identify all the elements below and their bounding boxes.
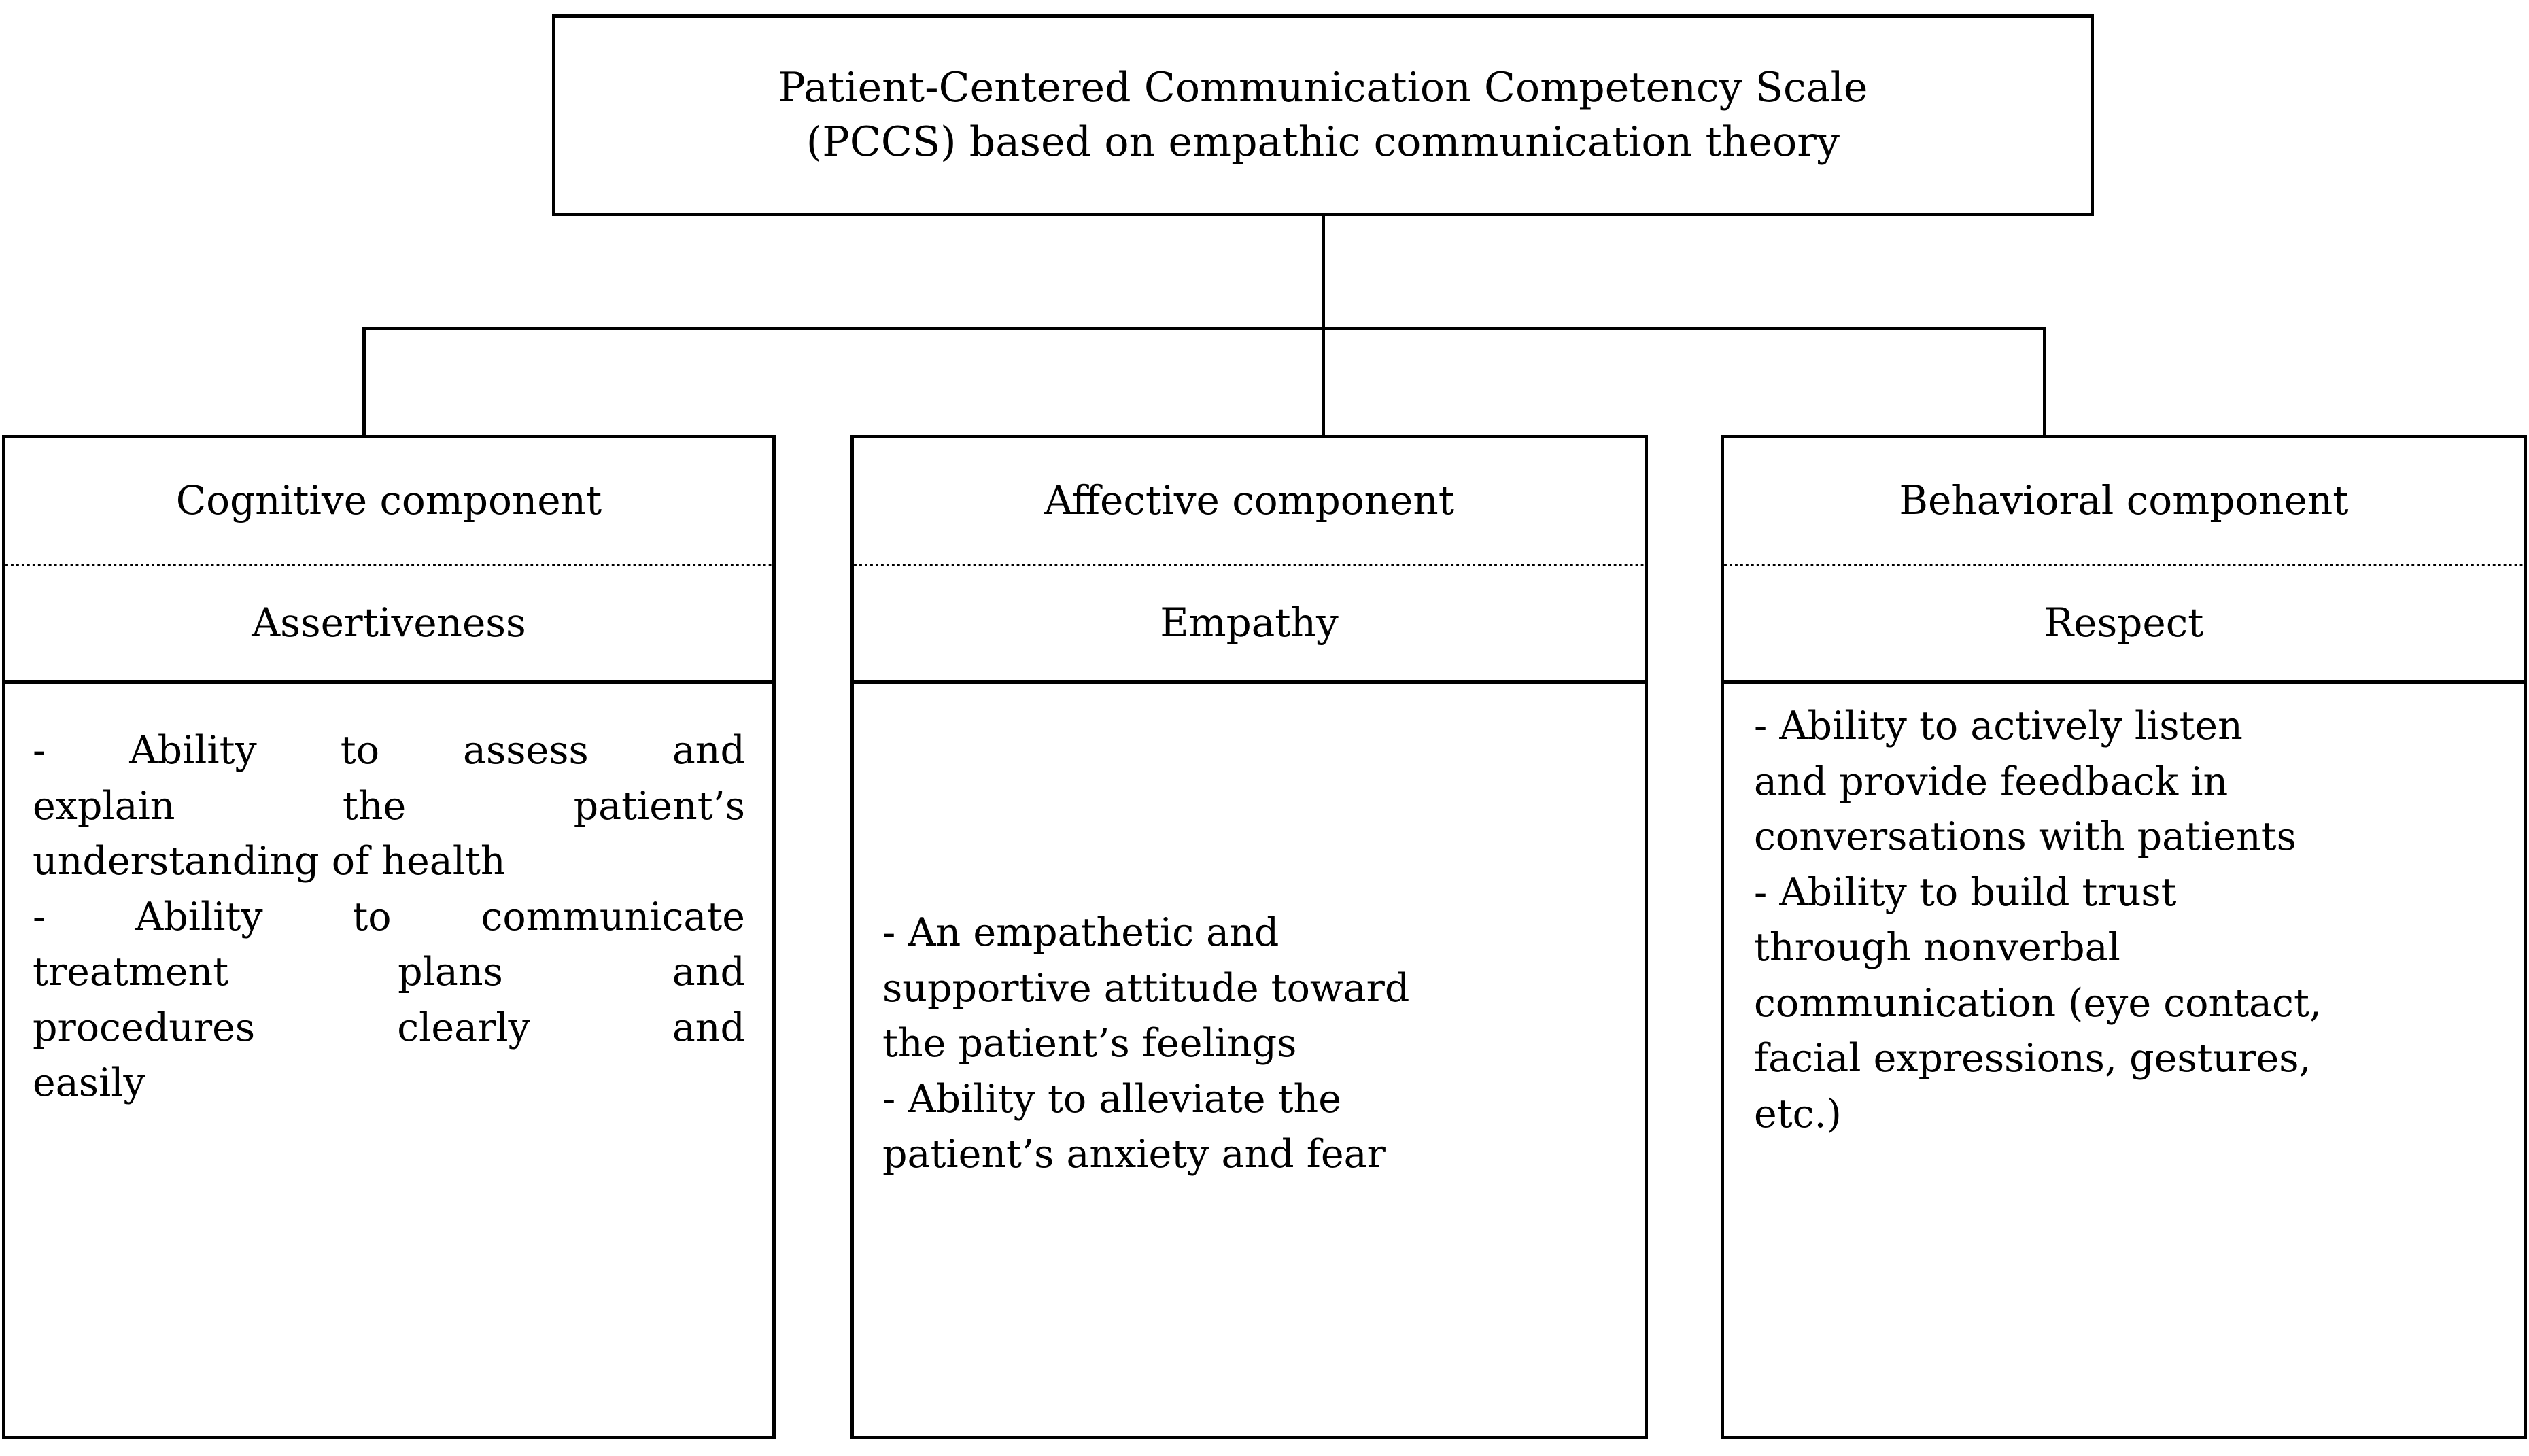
component-label: Behavioral component <box>1899 477 2349 524</box>
body-line: - An empathetic and <box>882 910 1279 956</box>
component-box-affective: Affective component Empathy - An empathe… <box>850 435 1648 1439</box>
component-header-behavioral: Behavioral component <box>1724 438 2524 566</box>
body-line: procedures clearly and <box>33 1005 745 1050</box>
body-line: - Ability to actively listen <box>1754 704 2243 748</box>
body-line: the patient’s feelings <box>882 1021 1297 1067</box>
connector-branch-right-vertical <box>2043 327 2046 436</box>
body-line: supportive attitude toward <box>882 965 1410 1011</box>
subscale-header-respect: Respect <box>1724 566 2524 684</box>
body-line: and provide feedback in <box>1754 759 2229 804</box>
title-line-2: (PCCS) based on empathic communication t… <box>806 118 1840 166</box>
body-line: - Ability to alleviate the <box>882 1076 1341 1122</box>
title-line-1: Patient-Centered Communication Competenc… <box>778 64 1868 112</box>
body-line: facial expressions, gestures, <box>1754 1036 2311 1081</box>
subscale-label: Empathy <box>1160 600 1339 646</box>
connector-trunk-vertical <box>1322 216 1325 330</box>
body-line: through nonverbal <box>1754 925 2120 970</box>
body-line: explain the patient’s <box>33 783 745 829</box>
body-line: - Ability to communicate <box>33 894 745 939</box>
component-label: Affective component <box>1044 477 1455 524</box>
body-line: communication (eye contact, <box>1754 980 2322 1026</box>
component-header-affective: Affective component <box>854 438 1645 566</box>
title-box: Patient-Centered Communication Competenc… <box>552 14 2094 216</box>
component-box-cognitive: Cognitive component Assertiveness - Abil… <box>2 435 776 1439</box>
component-box-behavioral: Behavioral component Respect - Ability t… <box>1721 435 2527 1439</box>
component-body-cognitive: - Ability to assess and explain the pati… <box>5 684 772 1436</box>
connector-horizontal-bus <box>362 327 2046 330</box>
component-body-affective: - An empathetic and supportive attitude … <box>854 684 1645 1436</box>
body-line: conversations with patients <box>1754 814 2296 859</box>
body-line: - Ability to build trust <box>1754 869 2177 915</box>
connector-branch-left-vertical <box>362 327 366 436</box>
component-body-behavioral: - Ability to actively listen and provide… <box>1724 684 2524 1436</box>
subscale-label: Assertiveness <box>252 600 526 646</box>
component-header-cognitive: Cognitive component <box>5 438 772 566</box>
body-line: understanding of health <box>33 839 506 884</box>
body-line: easily <box>33 1060 145 1105</box>
subscale-label: Respect <box>2044 600 2204 646</box>
body-line: treatment plans and <box>33 950 745 994</box>
component-label: Cognitive component <box>175 477 602 524</box>
body-line: patient’s anxiety and fear <box>882 1132 1386 1177</box>
body-line: etc.) <box>1754 1091 1842 1137</box>
connector-branch-middle-vertical <box>1322 327 1325 436</box>
body-line: - Ability to assess and <box>33 728 745 773</box>
subscale-header-assertiveness: Assertiveness <box>5 566 772 684</box>
subscale-header-empathy: Empathy <box>854 566 1645 684</box>
